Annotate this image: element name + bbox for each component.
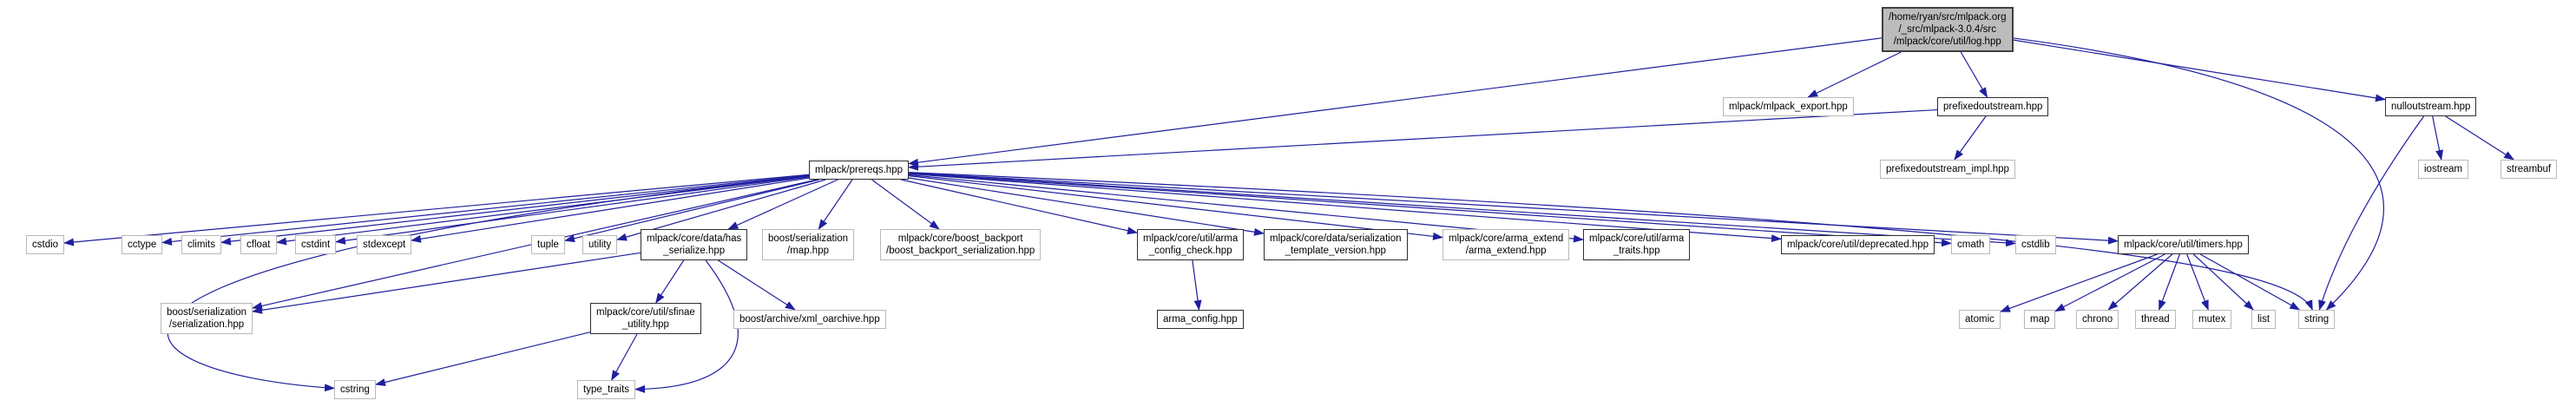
include-edge-timers-to-map bbox=[2054, 253, 2165, 312]
include-edge-prereqs-to-stdexcept bbox=[411, 177, 810, 243]
node-boost-backport-serialization-hpp: mlpack/core/boost_backport /boost_backpo… bbox=[880, 229, 1042, 261]
node-mlpack-prereqs-hpp[interactable]: mlpack/prereqs.hpp bbox=[809, 161, 909, 181]
include-edge-log-to-nulloutstream bbox=[2013, 39, 2386, 102]
node-map: map bbox=[2024, 310, 2056, 330]
include-edge-prereqs-to-tuple bbox=[564, 179, 819, 243]
node-cstdlib: cstdlib bbox=[2015, 235, 2056, 255]
node-timers-hpp[interactable]: mlpack/core/util/timers.hpp bbox=[2118, 235, 2249, 255]
node-climits: climits bbox=[181, 235, 221, 255]
include-edge-log-to-prereqs bbox=[908, 37, 1883, 167]
include-edge-prereqs-to-has_serialize bbox=[727, 179, 838, 230]
include-edge-nulloutstream-to-iostream bbox=[2432, 115, 2444, 161]
include-edge-arma_config_check-to-arma_config bbox=[1192, 259, 1202, 311]
include-edge-prereqs-to-timers bbox=[908, 172, 2119, 245]
include-edge-has_serialize-to-type_traits bbox=[634, 259, 739, 393]
node-mlpack-export-hpp: mlpack/mlpack_export.hpp bbox=[1723, 97, 1854, 117]
node-thread: thread bbox=[2135, 310, 2176, 330]
include-edge-prereqs-to-cstdio bbox=[63, 174, 810, 246]
include-edge-prereqs-to-boost_ser_map bbox=[818, 179, 853, 230]
node-nulloutstream-hpp[interactable]: nulloutstream.hpp bbox=[2385, 97, 2477, 117]
node-log-hpp: /home/ryan/src/mlpack.org /_src/mlpack-3… bbox=[1882, 7, 2014, 53]
include-edge-prereqs-to-arma_traits bbox=[908, 174, 1584, 243]
node-cstdint: cstdint bbox=[295, 235, 337, 255]
node-has-serialize-hpp[interactable]: mlpack/core/data/has _serialize.hpp bbox=[641, 229, 748, 261]
node-utility: utility bbox=[582, 235, 618, 255]
include-edge-timers-to-atomic bbox=[2000, 253, 2158, 312]
include-edge-prereqs-to-arma_config_check bbox=[901, 179, 1138, 235]
include-edge-nulloutstream-to-string bbox=[2318, 115, 2425, 311]
include-edge-prereqs-to-string bbox=[908, 171, 2313, 311]
include-edge-prefixedoutstream-to-prereqs bbox=[908, 108, 1938, 171]
node-list: list bbox=[2251, 310, 2277, 330]
node-stdexcept: stdexcept bbox=[357, 235, 412, 255]
include-edge-sfinae_utility-to-cstring bbox=[375, 332, 591, 386]
include-edge-prefixedoutstream-to-prefixedoutstream_impl bbox=[1954, 115, 1987, 161]
node-iostream: iostream bbox=[2418, 160, 2469, 180]
include-edge-has_serialize-to-xml_oarchive bbox=[718, 259, 796, 311]
node-arma-traits-hpp[interactable]: mlpack/core/util/arma _traits.hpp bbox=[1583, 229, 1691, 261]
include-edge-timers-to-string bbox=[2199, 253, 2301, 311]
include-edge-prereqs-to-cctype bbox=[161, 174, 810, 246]
node-boost-serialization-hpp: boost/serialization /serialization.hpp bbox=[161, 303, 253, 335]
include-edge-prereqs-to-cfloat bbox=[276, 175, 810, 246]
include-edge-timers-to-mutex bbox=[2186, 253, 2209, 311]
include-edge-timers-to-chrono bbox=[2107, 253, 2173, 311]
include-edge-timers-to-list bbox=[2192, 253, 2254, 311]
include-edge-log-to-prefixedoutstream bbox=[1960, 51, 1988, 98]
node-streambuf: streambuf bbox=[2500, 160, 2558, 180]
include-edge-prereqs-to-climits bbox=[220, 174, 810, 246]
node-mutex: mutex bbox=[2192, 310, 2232, 330]
include-edge-prereqs-to-deprecated bbox=[908, 173, 1782, 243]
include-edge-nulloutstream-to-streambuf bbox=[2445, 115, 2515, 161]
node-boost-serialization-map-hpp: boost/serialization /map.hpp bbox=[762, 229, 855, 261]
include-edge-log-to-mlpack_export bbox=[1807, 51, 1902, 98]
include-edge-prereqs-to-cstdint bbox=[335, 176, 810, 245]
include-edge-prereqs-to-cmath bbox=[908, 173, 1952, 247]
node-serialization-template-version-hpp[interactable]: mlpack/core/data/serialization _template… bbox=[1264, 229, 1408, 261]
node-deprecated-hpp[interactable]: mlpack/core/util/deprecated.hpp bbox=[1781, 235, 1935, 255]
include-edge-prereqs-to-cstring bbox=[167, 174, 810, 392]
include-edge-prereqs-to-ser_template_version bbox=[908, 177, 1265, 236]
node-chrono: chrono bbox=[2076, 310, 2119, 330]
node-cmath: cmath bbox=[1951, 235, 1991, 255]
node-sfinae-utility-hpp[interactable]: mlpack/core/util/sfinae _utility.hpp bbox=[590, 303, 701, 335]
node-xml-oarchive-hpp: boost/archive/xml_oarchive.hpp bbox=[733, 310, 886, 330]
node-atomic: atomic bbox=[1959, 310, 2001, 330]
node-arma-config-hpp[interactable]: arma_config.hpp bbox=[1157, 310, 1244, 330]
include-edge-prereqs-to-boost_backport bbox=[871, 179, 940, 230]
include-edge-has_serialize-to-sfinae_utility bbox=[655, 259, 685, 304]
include-edge-sfinae_utility-to-type_traits bbox=[611, 333, 638, 381]
node-string: string bbox=[2298, 310, 2336, 330]
node-arma-extend-hpp: mlpack/core/arma_extend /arma_extend.hpp bbox=[1442, 229, 1570, 261]
node-tuple: tuple bbox=[531, 235, 565, 255]
include-edge-prereqs-to-cstdlib bbox=[908, 173, 2016, 247]
node-cctype: cctype bbox=[122, 235, 163, 255]
include-edge-prereqs-to-arma_extend bbox=[908, 175, 1443, 240]
include-edge-has_serialize-to-boost_serialization bbox=[252, 252, 641, 314]
node-type-traits: type_traits bbox=[577, 380, 636, 400]
node-cstring: cstring bbox=[334, 380, 376, 400]
node-cstdio: cstdio bbox=[26, 235, 65, 255]
node-arma-config-check-hpp[interactable]: mlpack/core/util/arma _config_check.hpp bbox=[1137, 229, 1245, 261]
include-edge-log-to-string bbox=[2013, 37, 2384, 311]
node-prefixedoutstream-hpp[interactable]: prefixedoutstream.hpp bbox=[1937, 97, 2049, 117]
node-cfloat: cfloat bbox=[240, 235, 277, 255]
node-prefixedoutstream-impl-hpp: prefixedoutstream_impl.hpp bbox=[1880, 160, 2015, 180]
include-edge-timers-to-thread bbox=[2159, 253, 2180, 311]
